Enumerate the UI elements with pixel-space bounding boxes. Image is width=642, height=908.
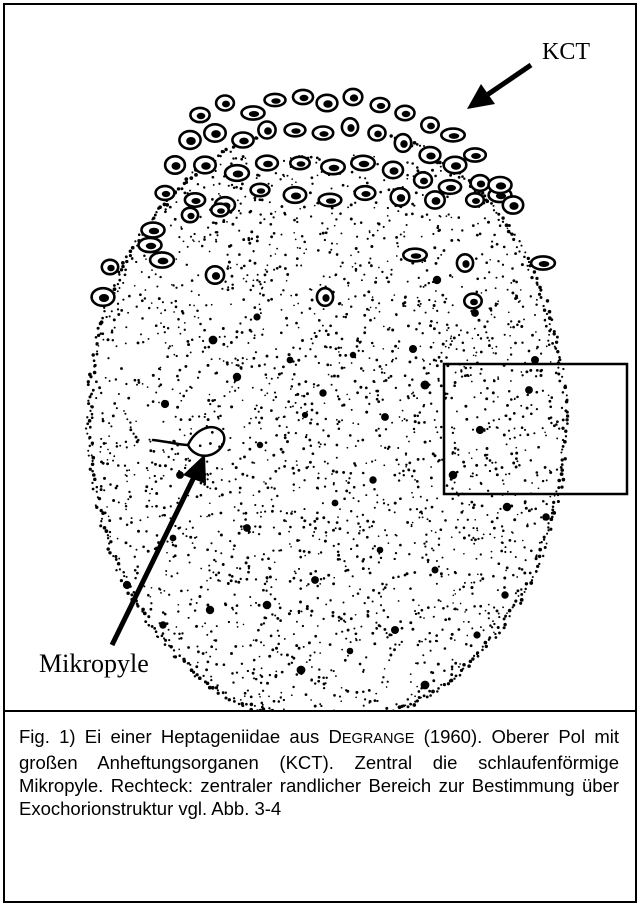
kct-attachment-organs: [92, 89, 555, 308]
region-rectangle: [444, 364, 627, 494]
figure-frame: KCT Mikropyle Fig. 1) Ei einer Heptageni…: [3, 3, 637, 903]
micropyle-label: Mikropyle: [39, 649, 149, 679]
egg-pores: [123, 276, 550, 690]
egg-illustration: [5, 5, 635, 710]
caption-author-initial: D: [329, 726, 342, 747]
caption-prefix: Fig. 1) Ei einer Heptageniidae aus: [19, 726, 329, 747]
figure-caption: Fig. 1) Ei einer Heptageniidae aus DEGRA…: [19, 725, 619, 820]
kct-label: KCT: [542, 39, 590, 66]
micropyle-arrow: [112, 454, 206, 645]
egg-outline: [85, 134, 569, 710]
caption-author-rest: EGRANGE: [342, 731, 415, 747]
kct-arrow: [467, 65, 531, 109]
egg-figure: KCT Mikropyle: [5, 5, 635, 712]
